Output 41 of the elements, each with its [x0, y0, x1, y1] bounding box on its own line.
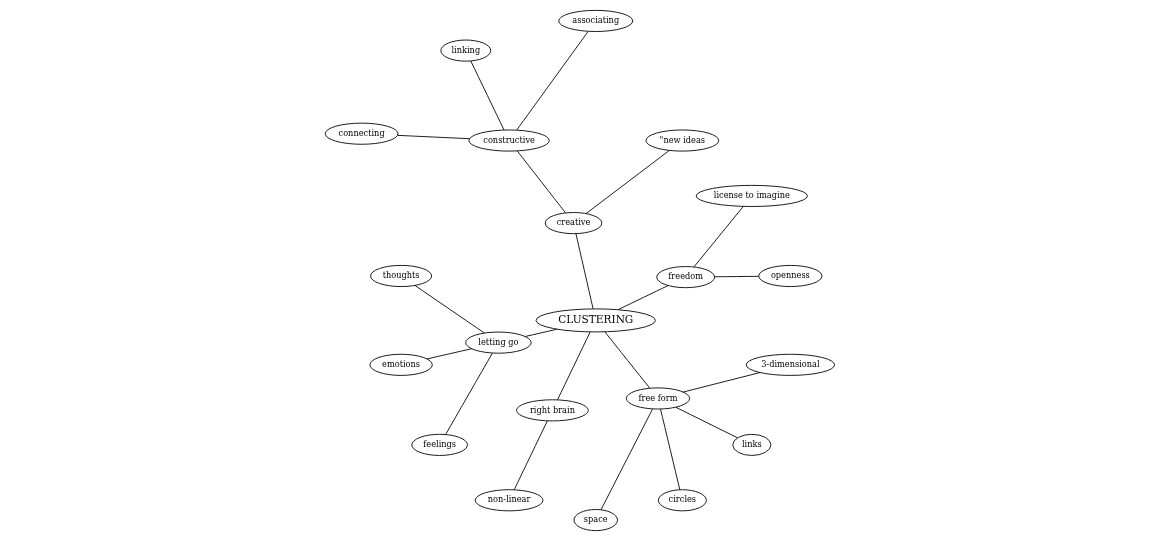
node-ellipse: associating — [557, 9, 633, 32]
node-ellipse: openness — [757, 265, 822, 287]
connector — [659, 408, 680, 491]
node-ellipse: constructive — [467, 129, 550, 152]
node-ellipse: space — [573, 509, 618, 532]
connector — [426, 348, 472, 360]
connector — [396, 134, 470, 140]
node-ellipse: emotions — [369, 353, 433, 376]
connector — [603, 331, 650, 389]
connector — [515, 30, 589, 131]
node-ellipse: non-linear — [474, 489, 543, 512]
connector — [414, 285, 485, 334]
node-ellipse: circles — [657, 489, 707, 512]
connector — [600, 408, 653, 511]
connector — [575, 233, 593, 310]
node-ellipse: free form — [625, 387, 690, 410]
connector — [693, 205, 744, 268]
connector — [469, 60, 504, 131]
node-ellipse: feelings — [410, 433, 468, 456]
node-ellipse: links — [731, 433, 771, 456]
connector — [513, 420, 548, 490]
node-ellipse: "new ideas — [645, 129, 719, 152]
node-ellipse: creative — [544, 212, 602, 235]
connector — [524, 328, 557, 337]
connector — [556, 331, 591, 401]
node-ellipse: linking — [439, 39, 491, 62]
connector — [713, 275, 759, 278]
node-ellipse: 3-dimensional — [745, 353, 835, 376]
node-ellipse: thoughts — [369, 265, 432, 287]
node-ellipse: connecting — [324, 122, 398, 145]
node-ellipse: license to imagine — [695, 184, 808, 207]
node-ellipse: CLUSTERING — [535, 308, 656, 333]
connector — [617, 285, 668, 311]
connector — [516, 150, 566, 214]
connector — [674, 406, 738, 439]
node-ellipse: right brain — [515, 399, 589, 422]
node-ellipse: letting go — [464, 331, 532, 354]
connector — [682, 372, 760, 393]
connector — [585, 150, 670, 214]
node-ellipse: freedom — [655, 266, 715, 289]
connector — [444, 352, 493, 435]
